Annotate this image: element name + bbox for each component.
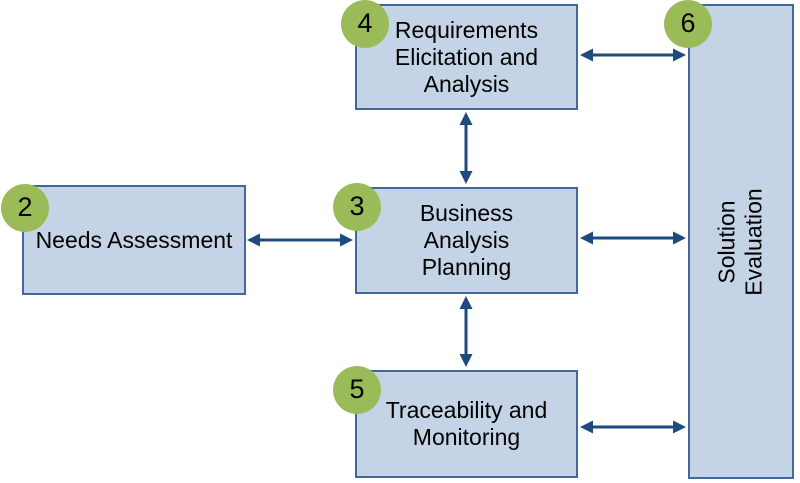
step-badge-2: 2: [1, 184, 49, 232]
step-badge-5: 5: [333, 366, 381, 414]
edge-requirements-business: [459, 112, 473, 184]
step-badge-4: 4: [341, 0, 389, 48]
edge-business-solution: [580, 231, 686, 245]
edge-needs-business: [247, 233, 353, 247]
node-solution-evaluation-label: Solution Evaluation: [714, 187, 768, 296]
node-needs-assessment-label: Needs Assessment: [35, 226, 233, 253]
node-solution-evaluation: Solution Evaluation: [688, 4, 794, 479]
edge-requirements-solution: [580, 48, 686, 62]
node-business-analysis-planning-label: Business Analysis Planning: [419, 200, 514, 280]
node-needs-assessment: Needs Assessment: [22, 185, 246, 295]
edge-traceability-solution: [580, 420, 686, 434]
node-traceability-and-monitoring-label: Traceability and Monitoring: [385, 397, 548, 450]
step-badge-6: 6: [664, 0, 712, 48]
step-badge-3: 3: [333, 183, 381, 231]
node-business-analysis-planning: Business Analysis Planning: [355, 187, 578, 294]
node-requirements-elicitation-and-analysis-label: Requirements Elicitation and Analysis: [394, 16, 539, 97]
node-traceability-and-monitoring: Traceability and Monitoring: [355, 370, 578, 478]
node-requirements-elicitation-and-analysis: Requirements Elicitation and Analysis: [355, 4, 578, 110]
edge-business-traceability: [459, 296, 473, 367]
